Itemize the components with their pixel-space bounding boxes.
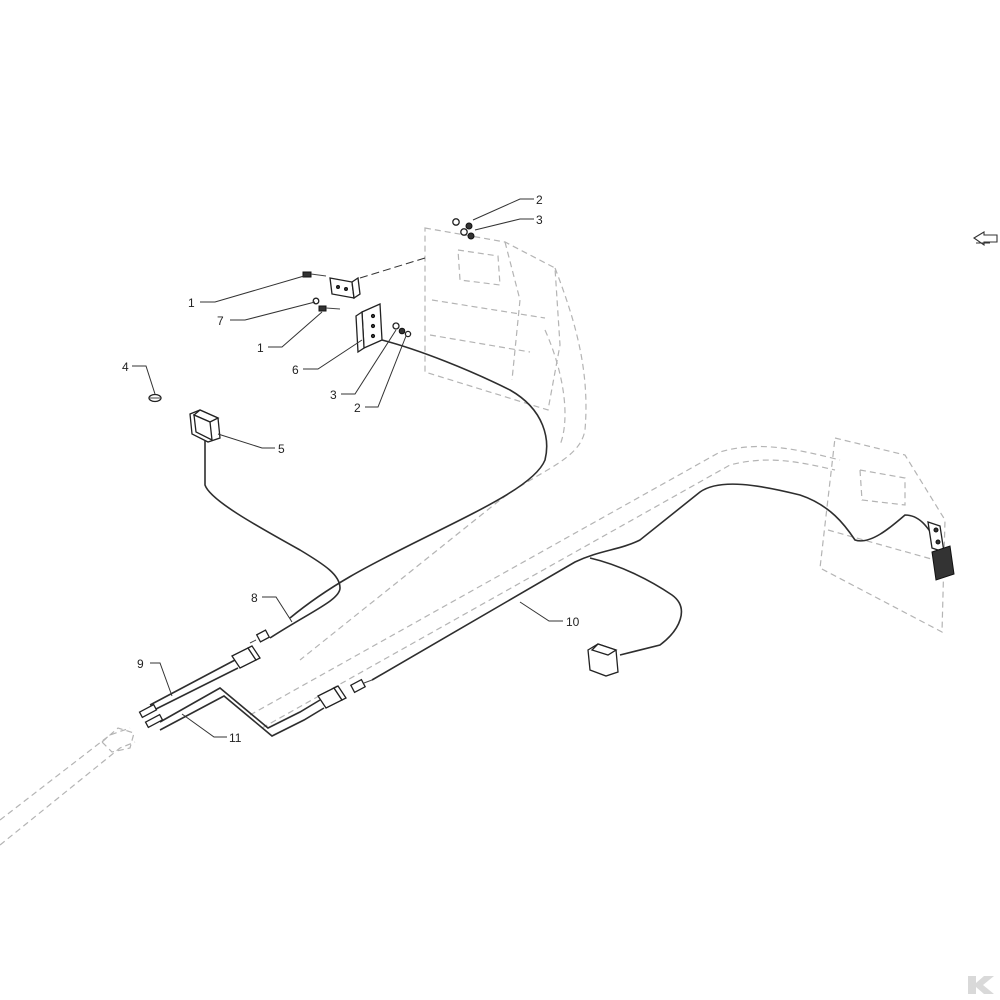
callout-4: 4 [122,360,129,374]
callout-1-a: 1 [188,296,195,310]
view-direction-arrow-icon [972,231,998,247]
cable-branch-10 [589,557,683,656]
lamp-part-5 [189,409,221,443]
bolt-part-1a [302,271,327,278]
bolt-part-7 [312,297,320,305]
callout-3-mid: 3 [330,388,337,402]
leader-lines [132,198,563,738]
lamp-right-assembly [927,521,955,581]
callout-labels: 2 3 1 7 1 6 3 2 4 5 8 9 10 11 [122,193,580,745]
callout-1-b: 1 [257,341,264,355]
callout-3-top: 3 [536,213,543,227]
lamp-holder-part-6 [355,303,383,354]
phantom-machine-outline [0,227,946,846]
callout-8: 8 [251,591,258,605]
nut-washer-top [452,218,475,240]
brand-logo-icon [966,972,994,996]
callout-7: 7 [217,314,224,328]
callout-9: 9 [137,657,144,671]
nut-washer-mid [392,322,412,338]
cable-lamp-5 [204,440,341,639]
callout-5: 5 [278,442,285,456]
plug-part-8 [249,629,271,644]
plug-part-10 [349,678,373,694]
cable-holder-6 [289,339,548,619]
callout-10: 10 [566,615,580,629]
cable-part-10 [371,483,937,681]
callout-11: 11 [229,731,242,745]
callout-2-mid: 2 [354,401,361,415]
lamp-lower [587,643,619,677]
callout-6: 6 [292,363,299,377]
callout-2-top: 2 [536,193,543,207]
angle-bracket [329,257,426,300]
bulb-part-4 [148,393,162,403]
harness-part-9-11 [138,645,347,737]
bolt-part-1b [318,305,341,312]
